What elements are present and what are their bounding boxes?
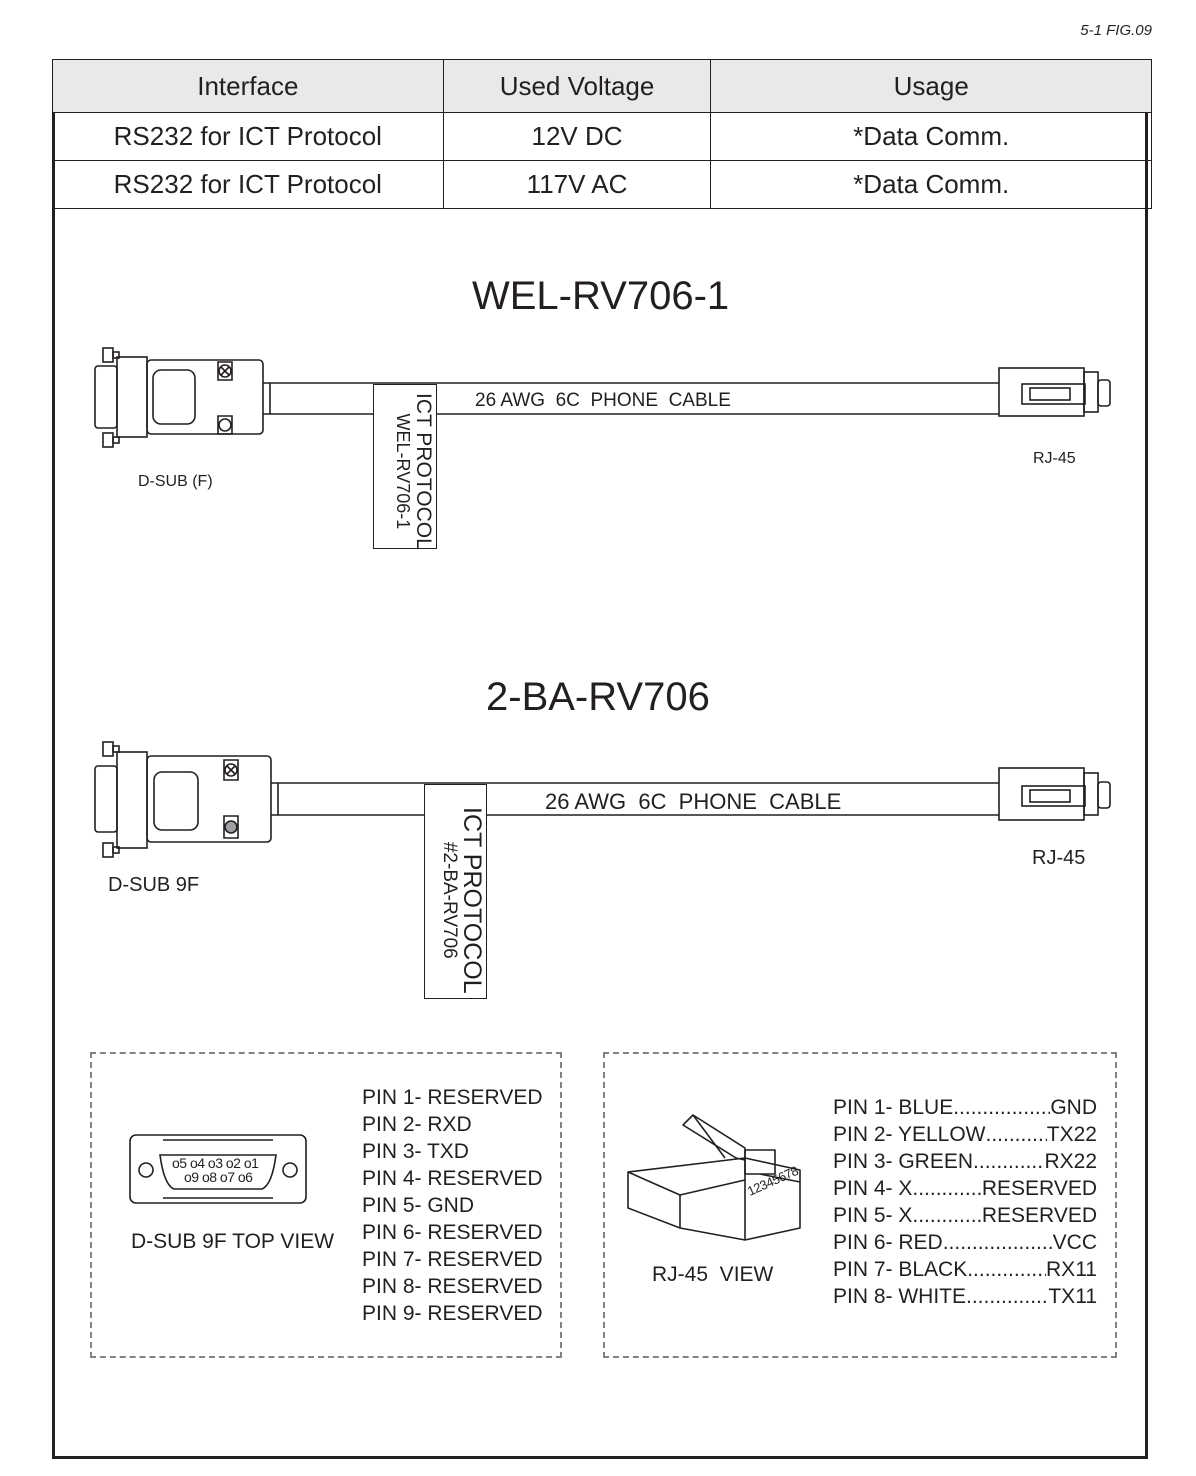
table-cell: 12V DC bbox=[442, 112, 712, 161]
cable1-title: WEL-RV706-1 bbox=[472, 274, 730, 318]
table-cell: 117V AC bbox=[442, 160, 712, 209]
list-item: PIN 3- GREEN............................… bbox=[833, 1148, 1097, 1175]
list-item: PIN 3- TXD bbox=[362, 1140, 469, 1163]
list-item: PIN 1- BLUE.............................… bbox=[833, 1094, 1097, 1121]
list-item: PIN 4- RESERVED bbox=[362, 1167, 543, 1190]
cable1-tag: ICT PROTOCOL WEL-RV706-1 bbox=[373, 384, 437, 550]
dsub-connector-icon bbox=[94, 741, 272, 858]
pin-name: PIN 8- WHITE bbox=[833, 1285, 967, 1308]
header-interface: Interface bbox=[52, 59, 444, 113]
rj45-view-caption: RJ-45 VIEW bbox=[652, 1263, 774, 1286]
table-cell: RS232 for ICT Protocol bbox=[52, 160, 444, 209]
header-used-voltage: Used Voltage bbox=[442, 59, 712, 113]
list-item: PIN 6- RED..............................… bbox=[833, 1229, 1097, 1256]
dot-leader: ........................................… bbox=[942, 1231, 1053, 1254]
dsub-row1-pins: o5 o4 o3 o2 o1 bbox=[172, 1155, 259, 1171]
list-item: PIN 2- YELLOW...........................… bbox=[833, 1121, 1097, 1148]
spec-table: Interface Used Voltage Usage RS232 for I… bbox=[52, 59, 1152, 209]
dot-leader: ........................................… bbox=[985, 1123, 1047, 1146]
table-cell: *Data Comm. bbox=[710, 160, 1152, 209]
figure-id: 5-1 FIG.09 bbox=[1080, 22, 1152, 39]
list-item: PIN 6- RESERVED bbox=[362, 1221, 543, 1244]
dot-leader: ........................................… bbox=[912, 1177, 982, 1200]
list-item: PIN 7- BLACK............................… bbox=[833, 1256, 1097, 1283]
pin-signal: TX22 bbox=[1046, 1123, 1097, 1146]
dot-leader: ........................................… bbox=[912, 1204, 982, 1227]
list-item: PIN 8- RESERVED bbox=[362, 1275, 543, 1298]
table-header-row: Interface Used Voltage Usage bbox=[52, 59, 1152, 113]
pin-name: PIN 2- YELLOW bbox=[833, 1123, 986, 1146]
list-item: PIN 1- RESERVED bbox=[362, 1086, 543, 1109]
cable1-right-connector-label: RJ-45 bbox=[1033, 450, 1076, 467]
dsub-row2-pins: o9 o8 o7 o6 bbox=[184, 1169, 253, 1185]
list-item: PIN 9- RESERVED bbox=[362, 1302, 543, 1325]
cable2-title: 2-BA-RV706 bbox=[486, 675, 710, 719]
list-item: PIN 7- RESERVED bbox=[362, 1248, 543, 1271]
dot-leader: ........................................… bbox=[966, 1285, 1049, 1308]
list-item: PIN 5- X................................… bbox=[833, 1202, 1097, 1229]
list-item: PIN 2- RXD bbox=[362, 1113, 472, 1136]
pin-signal: RX22 bbox=[1044, 1150, 1097, 1173]
cable1-cable-label: 26 AWG 6C PHONE CABLE bbox=[475, 390, 731, 411]
pin-name: PIN 6- RED bbox=[833, 1231, 943, 1254]
list-item: PIN 4- X................................… bbox=[833, 1175, 1097, 1202]
dot-leader: ........................................… bbox=[973, 1150, 1044, 1173]
list-item: PIN 5- GND bbox=[362, 1194, 475, 1217]
pin-name: PIN 4- X bbox=[833, 1177, 913, 1200]
dsub-connector-icon bbox=[94, 347, 264, 448]
table-row: RS232 for ICT Protocol 117V AC *Data Com… bbox=[52, 160, 1152, 209]
pin-signal: GND bbox=[1050, 1096, 1097, 1119]
cable2-cable-label: 26 AWG 6C PHONE CABLE bbox=[545, 789, 842, 814]
dsub-pinout-box bbox=[90, 1052, 562, 1358]
rj45-pin-list: PIN 1- BLUE.............................… bbox=[833, 1094, 1097, 1310]
cable2-tag: ICT PROTOCOL #2-BA-RV706 bbox=[424, 784, 487, 999]
pin-signal: VCC bbox=[1052, 1231, 1097, 1254]
dsub-view-caption: D-SUB 9F TOP VIEW bbox=[131, 1230, 335, 1253]
cable1-left-connector-label: D-SUB (F) bbox=[138, 473, 213, 490]
table-row: RS232 for ICT Protocol 12V DC *Data Comm… bbox=[52, 112, 1152, 161]
header-usage: Usage bbox=[710, 59, 1152, 113]
list-item: PIN 8- WHITE............................… bbox=[833, 1283, 1097, 1310]
pin-signal: TX11 bbox=[1048, 1285, 1097, 1308]
pin-name: PIN 5- X bbox=[833, 1204, 913, 1227]
dot-leader: ........................................… bbox=[953, 1096, 1050, 1119]
pin-name: PIN 1- BLUE bbox=[833, 1096, 954, 1119]
pin-name: PIN 7- BLACK bbox=[833, 1258, 968, 1281]
pin-signal: RESERVED bbox=[981, 1177, 1097, 1200]
pin-name: PIN 3- GREEN bbox=[833, 1150, 974, 1173]
dsub-pin-list: PIN 1- RESERVED PIN 2- RXD PIN 3- TXD PI… bbox=[362, 1084, 543, 1327]
pin-signal: RX11 bbox=[1046, 1258, 1097, 1281]
rj45-plug-icon bbox=[998, 367, 1111, 417]
cable2-left-connector-label: D-SUB 9F bbox=[108, 874, 200, 896]
table-cell: RS232 for ICT Protocol bbox=[52, 112, 444, 161]
pin-signal: RESERVED bbox=[981, 1204, 1097, 1227]
rj45-pinout-box bbox=[603, 1052, 1117, 1358]
dot-leader: ........................................… bbox=[967, 1258, 1047, 1281]
rj45-plug-icon bbox=[998, 767, 1111, 821]
cable2-right-connector-label: RJ-45 bbox=[1032, 847, 1086, 869]
